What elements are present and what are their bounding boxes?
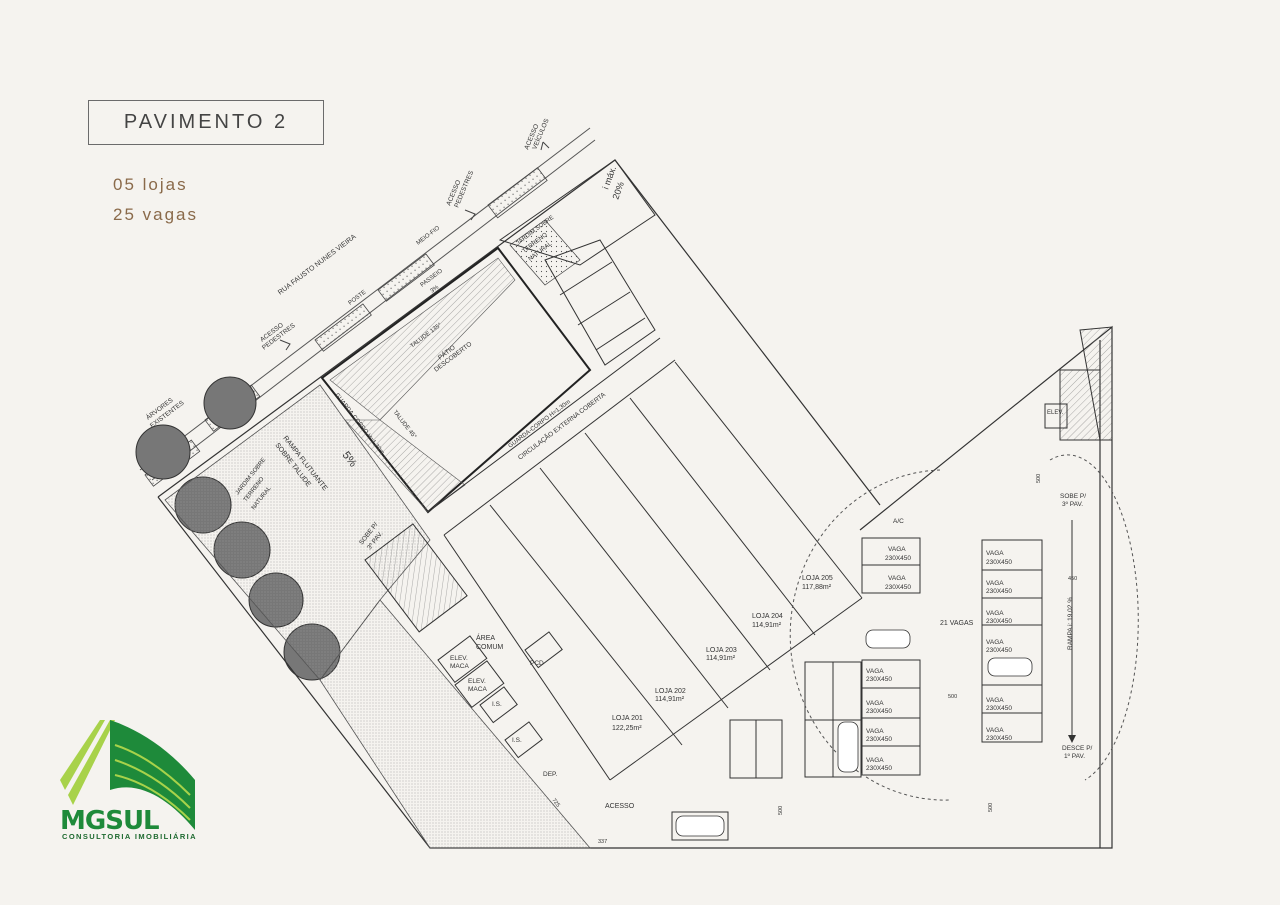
- stair: [364, 523, 468, 633]
- is-1: I.S.: [492, 701, 502, 708]
- vaga-labels: VAGA 230X450 VAGA 230X450 VAGA 230X450 V…: [866, 546, 1012, 772]
- sobe-3-right-1: SOBE P/: [1060, 493, 1086, 500]
- vaga-label: VAGA: [986, 580, 1004, 587]
- dep-label: DEP.: [543, 771, 558, 778]
- vaga-label: VAGA: [866, 700, 884, 707]
- vaga-label: VAGA: [866, 728, 884, 735]
- floor-title: PAVIMENTO 2: [123, 111, 289, 133]
- store-203-name: LOJA 203: [706, 647, 737, 654]
- street-name: RUA FAUSTO NUNES VIEIRA: [277, 233, 358, 296]
- parking-count: 25 vagas: [113, 205, 198, 224]
- floor-title-box: PAVIMENTO 2: [88, 100, 324, 145]
- area-comum-2: COMUM: [476, 644, 503, 651]
- elev-maca-1a: ELEV.: [450, 655, 468, 662]
- planter: [487, 167, 548, 219]
- sobe-3-right-2: 3º PAV.: [1062, 501, 1083, 508]
- elev-label: ELEV.: [1047, 410, 1064, 416]
- ac-label: A/C: [893, 518, 904, 525]
- vaga-size: 230X450: [885, 555, 911, 562]
- vaga-size: 230X450: [885, 584, 911, 591]
- vaga-label: VAGA: [986, 697, 1004, 704]
- vaga-size: 230X450: [986, 559, 1012, 566]
- desce-1-1: DESCE P/: [1062, 745, 1093, 752]
- right-parking: [671, 326, 1139, 841]
- vaga-size: 230X450: [866, 736, 892, 743]
- vaga-label: VAGA: [986, 610, 1004, 617]
- store-201-name: LOJA 201: [612, 715, 643, 722]
- dim-450: 450: [1068, 576, 1077, 582]
- pcd-label: PCD: [530, 660, 544, 667]
- vaga-label: VAGA: [866, 757, 884, 764]
- store-203-area: 114,91m²: [706, 655, 736, 662]
- vaga-size: 230X450: [986, 588, 1012, 595]
- dim-500a: 500: [1036, 474, 1042, 483]
- mgsul-logo-mark: [60, 720, 195, 830]
- vaga-size: 230X450: [866, 708, 892, 715]
- vaga-label: VAGA: [986, 727, 1004, 734]
- dim-337: 337: [598, 839, 607, 845]
- vaga-label: VAGA: [888, 546, 906, 553]
- store-walls: [443, 361, 863, 781]
- service-rooms: [437, 631, 563, 759]
- vaga-size: 230X450: [866, 676, 892, 683]
- vaga-label: VAGA: [866, 668, 884, 675]
- store-205-name: LOJA 205: [802, 575, 833, 582]
- dim-500d: 500: [988, 803, 994, 812]
- store-202-area: 114,91m²: [655, 696, 685, 703]
- stores-count: 05 lojas: [113, 175, 188, 194]
- is-2: I.S.: [512, 737, 522, 744]
- patio: [320, 246, 592, 514]
- ramp-slope-top-2: 20%: [610, 180, 626, 200]
- dim-725: 725: [550, 798, 560, 809]
- store-205-area: 117,88m²: [802, 584, 832, 591]
- vaga-size: 230X450: [986, 735, 1012, 742]
- area-comum-1: ÁREA: [476, 633, 495, 642]
- elev-maca-1b: MACA: [450, 663, 469, 670]
- dim-500c: 500: [778, 806, 784, 815]
- cars: [675, 629, 1033, 837]
- vaga-size: 230X450: [986, 705, 1012, 712]
- vaga-size: 230X450: [986, 647, 1012, 654]
- store-202-name: LOJA 202: [655, 688, 686, 695]
- vaga-label: VAGA: [986, 550, 1004, 557]
- store-204-area: 114,91m²: [752, 622, 782, 629]
- acesso-label: ACESSO: [605, 803, 635, 810]
- vaga-label: VAGA: [888, 575, 906, 582]
- vaga-label: VAGA: [986, 639, 1004, 646]
- poste-label: POSTE: [348, 290, 368, 307]
- vaga-size: 230X450: [866, 765, 892, 772]
- logo-tagline: CONSULTORIA IMOBILIÁRIA: [62, 832, 197, 841]
- top-parking: [498, 159, 656, 366]
- passeio-pct: 3%: [430, 284, 441, 294]
- elev-maca-2b: MACA: [468, 686, 487, 693]
- circulation: [427, 337, 676, 536]
- elev-maca-2a: ELEV.: [468, 678, 486, 685]
- rampa-right: RAMPA i: 19,02 %: [1067, 597, 1074, 650]
- desce-1-2: 1º PAV.: [1064, 753, 1085, 760]
- circulacao-label: CIRCULAÇÃO EXTERNA COBERTA: [516, 389, 608, 461]
- planter: [377, 253, 435, 302]
- logo-name: MGSUL: [60, 806, 160, 836]
- ramp-access-area: [319, 599, 591, 849]
- store-204-name: LOJA 204: [752, 613, 783, 620]
- vaga-size: 230X450: [986, 618, 1012, 625]
- planter: [314, 303, 372, 352]
- dim-500b: 500: [948, 694, 957, 700]
- vagas-total: 21 VAGAS: [940, 620, 974, 627]
- store-201-area: 122,25m²: [612, 725, 642, 732]
